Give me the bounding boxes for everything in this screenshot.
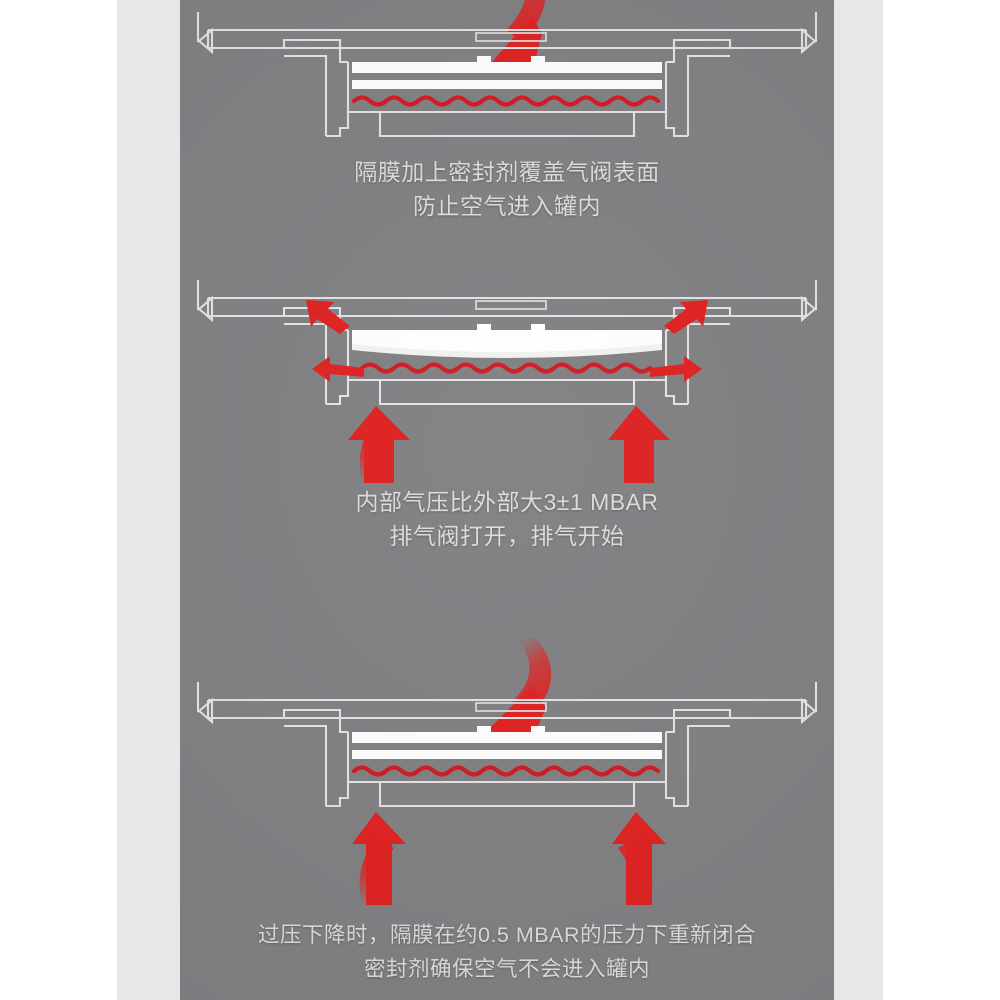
caption-2: 内部气压比外部大3±1 MBAR 排气阀打开，排气开始 [180, 485, 834, 553]
down-arrow-icon [492, 0, 546, 64]
right-gutter-band [834, 0, 883, 1000]
up-arrow-icon [352, 812, 406, 905]
up-arrow-icon [612, 812, 666, 905]
outward-arrow-icon [312, 356, 702, 382]
sealant-wave-icon [351, 765, 661, 777]
caption-3: 过压下降时，隔膜在约0.5 MBAR的压力下重新闭合 密封剂确保空气不会进入罐内 [180, 918, 834, 986]
panel-open-venting: 内部气压比外部大3±1 MBAR 排气阀打开，排气开始 [180, 258, 834, 620]
valve-figure-2 [180, 268, 834, 483]
valve-cross-section-icon [196, 638, 818, 905]
lid-vent-slot [475, 300, 547, 310]
caption-3-line-1: 过压下降时，隔膜在约0.5 MBAR的压力下重新闭合 [258, 923, 756, 947]
diagram-stage: 隔膜加上密封剂覆盖气阀表面 防止空气进入罐内 [180, 0, 834, 1000]
outward-arrow-icon [306, 300, 708, 334]
left-gutter-band [117, 0, 180, 1000]
down-arrow-icon [480, 638, 552, 740]
caption-1-line-1: 隔膜加上密封剂覆盖气阀表面 [354, 159, 660, 185]
caption-1-line-2: 防止空气进入罐内 [413, 193, 601, 219]
lid-vent-slot [475, 32, 547, 42]
lid-vent-slot [475, 702, 547, 712]
sealant-wave-icon [359, 362, 653, 374]
up-arrow-icon [608, 406, 670, 483]
valve-cross-section-icon [196, 280, 818, 483]
valve-figure-3 [180, 630, 834, 905]
caption-2-line-1: 内部气压比外部大3±1 MBAR [355, 489, 659, 515]
valve-cross-section-icon [196, 0, 818, 138]
up-arrow-icon [348, 406, 410, 483]
sealant-wave-icon [351, 95, 661, 107]
caption-1: 隔膜加上密封剂覆盖气阀表面 防止空气进入罐内 [180, 155, 834, 223]
panel-reclosing: 过压下降时，隔膜在约0.5 MBAR的压力下重新闭合 密封剂确保空气不会进入罐内 [180, 620, 834, 1000]
panel-closed-sealed: 隔膜加上密封剂覆盖气阀表面 防止空气进入罐内 [180, 0, 834, 258]
valve-figure-1 [180, 0, 834, 150]
caption-3-line-2: 密封剂确保空气不会进入罐内 [363, 957, 650, 981]
caption-2-line-2: 排气阀打开，排气开始 [389, 523, 625, 549]
